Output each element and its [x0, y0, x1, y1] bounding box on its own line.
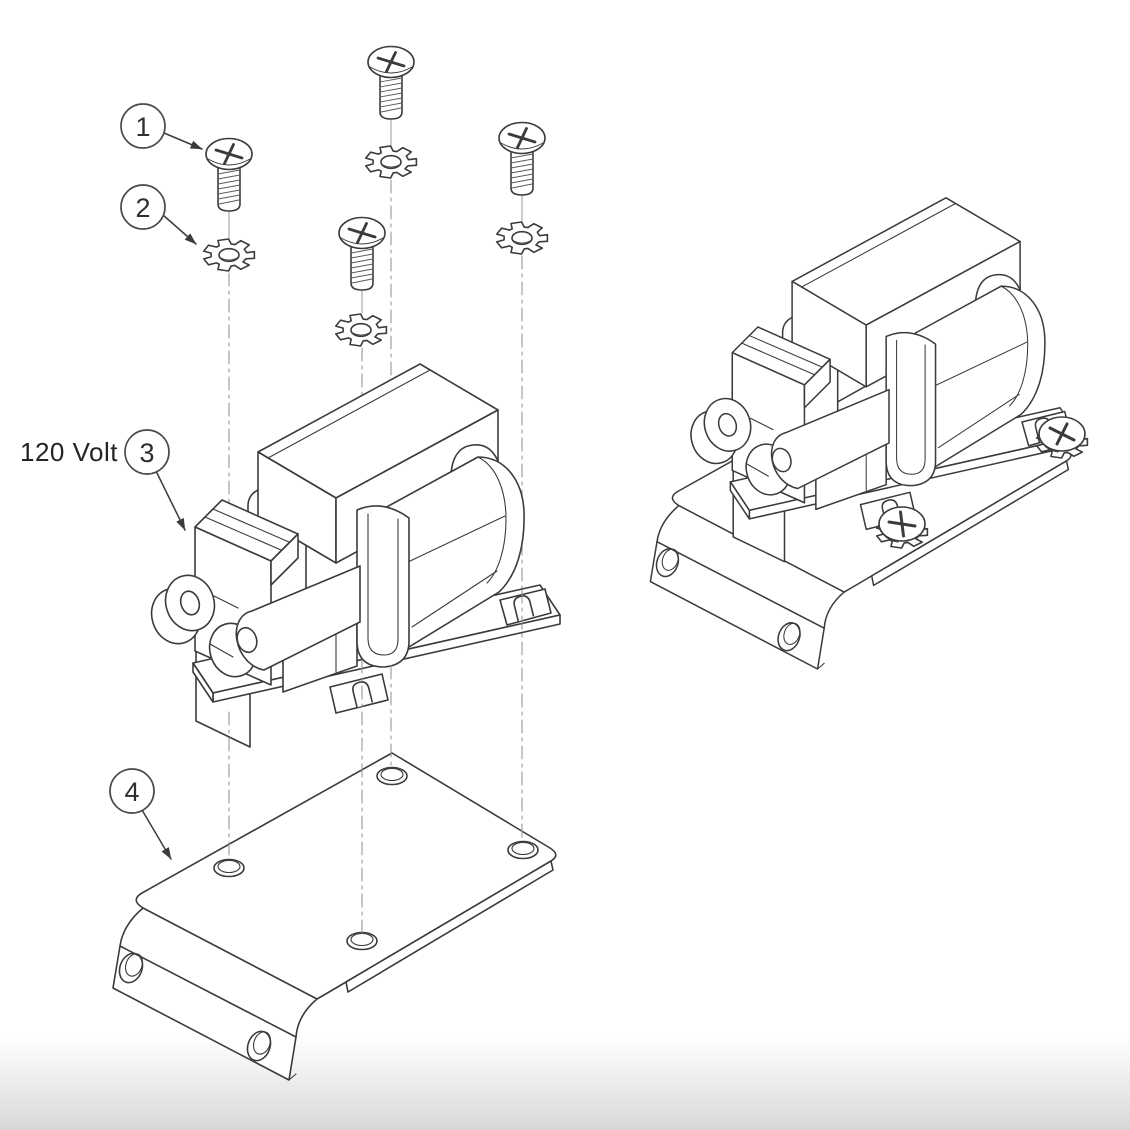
- pan-head-screw-2: [366, 45, 416, 121]
- lock-washer-2: [364, 145, 418, 179]
- pan-head-screw-4: [497, 121, 547, 197]
- callouts: 1 2 3 4 120 Volt: [20, 103, 203, 860]
- callout-2-number: 2: [135, 193, 150, 223]
- callout-2: 2: [120, 184, 197, 245]
- exploded-view: [112, 45, 561, 1081]
- bottom-shadow-gradient: [0, 1035, 1130, 1130]
- pan-head-screw-3: [337, 216, 387, 292]
- leader-arrow-4: [141, 809, 172, 860]
- callout-3-number: 3: [139, 438, 154, 468]
- leader-arrow-1: [163, 132, 203, 150]
- callout-1: 1: [120, 103, 203, 150]
- screw-axis-lines: [228, 119, 523, 314]
- callout-1-number: 1: [135, 112, 150, 142]
- callout-4: 4: [109, 768, 172, 860]
- callout-3-bubble: [124, 429, 170, 475]
- callout-4-bubble: [109, 768, 155, 814]
- lock-washer-1: [203, 238, 256, 272]
- center-lines-over: [228, 589, 523, 934]
- leader-arrow-3: [155, 470, 186, 531]
- leader-arrow-2: [162, 214, 197, 245]
- callout-4-number: 4: [124, 777, 139, 807]
- assembled-view: [649, 197, 1089, 670]
- installed-screw-2: [1036, 416, 1089, 459]
- lock-washer-3: [334, 313, 388, 347]
- callout-1-bubble: [120, 103, 166, 149]
- callout-2-bubble: [120, 184, 166, 230]
- callout-3: 3: [124, 429, 186, 531]
- mounting-bracket: [112, 752, 557, 1081]
- solenoid-assembly: [143, 363, 561, 748]
- installed-screw-1: [875, 506, 929, 549]
- pan-head-screw-1: [204, 137, 254, 213]
- lock-washer-4: [495, 221, 549, 255]
- voltage-label: 120 Volt: [20, 437, 118, 467]
